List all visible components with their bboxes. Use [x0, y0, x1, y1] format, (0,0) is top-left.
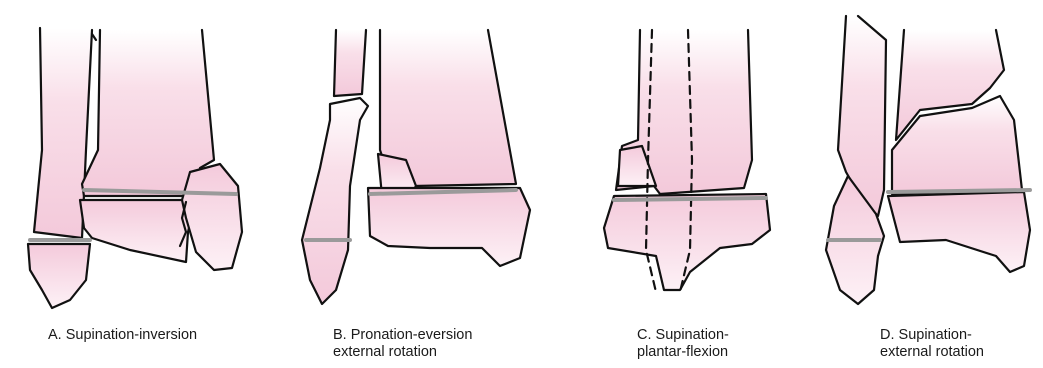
panel-d-talus	[888, 192, 1030, 272]
caption-panel-a: A. Supination-inversion	[48, 327, 197, 344]
panel-a-talus	[80, 200, 196, 262]
caption-a-line1: A. Supination-inversion	[48, 327, 197, 344]
caption-b-line2: external rotation	[333, 344, 472, 361]
panel-a-lateral-malleolus	[28, 244, 90, 308]
panel-d-joint-line-tibia	[888, 190, 1030, 192]
caption-c-line1: C. Supination-	[637, 327, 729, 344]
panel-b-fibula-proximal	[334, 30, 366, 96]
caption-d-line1: D. Supination-	[880, 327, 984, 344]
panel-b-illustration	[302, 30, 530, 304]
panel-a-illustration	[28, 28, 242, 308]
panel-b-talus	[368, 188, 530, 266]
caption-c-line2: plantar-flexion	[637, 344, 729, 361]
panel-d-illustration	[826, 16, 1030, 304]
panel-c-joint-line	[614, 198, 766, 200]
caption-panel-b: B. Pronation-eversion external rotation	[333, 327, 472, 361]
panel-c-talus	[604, 194, 770, 290]
caption-d-line2: external rotation	[880, 344, 984, 361]
panel-c-illustration	[604, 30, 770, 292]
caption-panel-c: C. Supination- plantar-flexion	[637, 327, 729, 361]
caption-b-line1: B. Pronation-eversion	[333, 327, 472, 344]
caption-panel-d: D. Supination- external rotation	[880, 327, 984, 361]
panel-b-fibula-distal	[302, 98, 368, 304]
panel-a-medial-malleolus-fragment	[182, 164, 242, 270]
